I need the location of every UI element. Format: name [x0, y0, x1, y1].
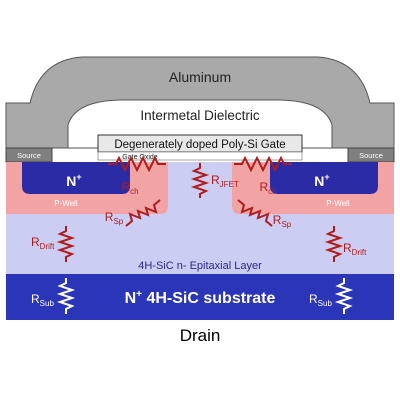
- nplus-region-left: [22, 162, 130, 194]
- rjfet-label: RJFET: [211, 173, 239, 189]
- rdrift-label-left: RDrift: [31, 235, 55, 251]
- drain-label: Drain: [180, 326, 221, 345]
- rsub-resistor-left: [56, 278, 76, 314]
- rdrift-resistor-left: [56, 226, 76, 262]
- p-well-label-left: P-Well: [54, 199, 78, 208]
- rsp-resistor-left: [125, 199, 161, 227]
- rsub-label-right: RSub: [309, 292, 332, 308]
- source-label-right: Source: [359, 151, 383, 160]
- source-label-left: Source: [17, 151, 41, 160]
- rjfet-resistor: [190, 163, 210, 198]
- rdrift-resistor-right: [324, 226, 344, 262]
- rsp-label-right: RSp: [273, 213, 292, 229]
- nplus-label-right: N+: [314, 172, 329, 189]
- gate-oxide-label: Gate Oxide: [122, 154, 158, 161]
- aluminum-label: Aluminum: [169, 69, 231, 85]
- rch-label-right: Rch: [259, 180, 276, 196]
- rdrift-label-right: RDrift: [343, 241, 367, 257]
- rsp-resistor-right: [237, 199, 273, 227]
- p-well-label-right: P-Well: [326, 199, 350, 208]
- dielectric-label: Intermetal Dielectric: [140, 108, 260, 123]
- rch-resistor-right: [234, 155, 292, 173]
- rsub-resistor-right: [334, 278, 354, 314]
- epitaxial-label: 4H-SiC n- Epitaxial Layer: [138, 260, 262, 272]
- rsub-label-left: RSub: [31, 292, 54, 308]
- nplus-region-right: [270, 162, 378, 194]
- rch-label-left: Rch: [121, 180, 138, 196]
- rsp-label-left: RSp: [105, 210, 124, 226]
- gate-label: Degenerately doped Poly-Si Gate: [114, 139, 285, 151]
- nplus-label-left: N+: [66, 172, 81, 189]
- substrate-label: N+ 4H-SiC substrate: [125, 289, 276, 307]
- gate-oxide: [97, 151, 303, 161]
- rch-resistor-left: [108, 155, 166, 173]
